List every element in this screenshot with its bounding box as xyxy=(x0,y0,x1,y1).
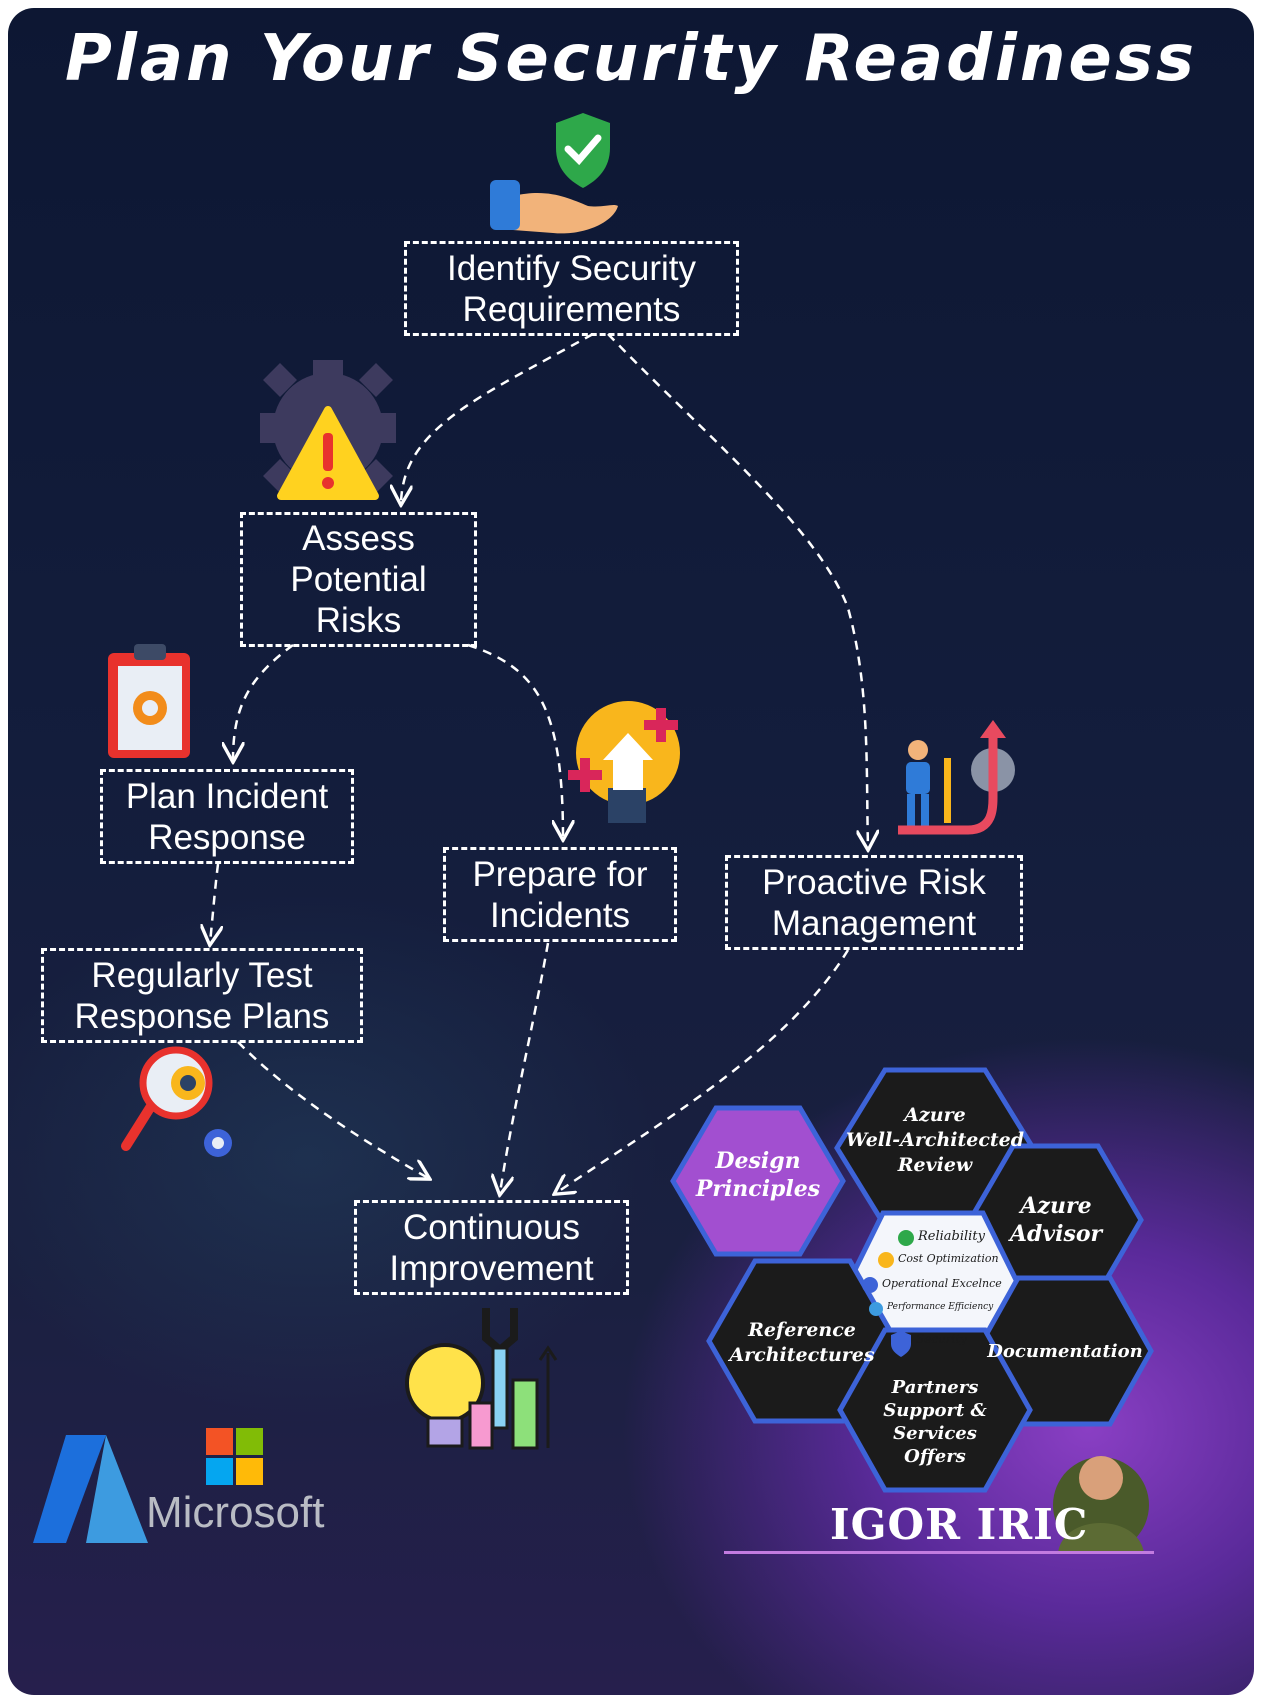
connector-test-improve xyxy=(237,1041,428,1178)
azure-resources-hex-cluster: Design Principles Azure Well-Architected… xyxy=(670,1067,1154,1493)
hex-partners-label-2: Support & xyxy=(883,1400,987,1421)
cost-optimization-icon xyxy=(878,1252,894,1268)
page-title: Plan Your Security Readiness xyxy=(64,22,1198,96)
clipboard-gear-icon xyxy=(108,644,190,758)
reliability-icon xyxy=(898,1230,914,1246)
connector-identify-assess xyxy=(401,332,594,503)
hex-design-label-2: Principles xyxy=(695,1176,820,1202)
hex-war-label-3: Review xyxy=(897,1154,973,1176)
shield-hand-icon xyxy=(490,113,618,234)
microsoft-wordmark: Microsoft xyxy=(146,1488,325,1537)
pillar-reliability: Reliability xyxy=(918,1229,985,1244)
hex-design-label-1: Design xyxy=(714,1148,800,1174)
bulb-wrench-chart-icon xyxy=(405,1308,558,1450)
author-name: IGOR IRIC xyxy=(830,1500,1089,1549)
hex-war-label-2: Well-Architected xyxy=(846,1129,1024,1151)
step-prepare-for-incidents: Prepare for Incidents xyxy=(443,847,677,942)
person-growth-icon xyxy=(898,720,1015,835)
step-identify-security-requirements: Identify Security Requirements xyxy=(404,241,739,336)
step-assess-potential-risks: Assess Potential Risks xyxy=(240,512,477,647)
azure-logo-icon xyxy=(33,1435,148,1543)
hex-docs-label: Documentation xyxy=(986,1341,1142,1362)
hex-war-label-1: Azure xyxy=(902,1104,965,1126)
icon-layer xyxy=(108,113,1015,1450)
pillar-cost-optimization: Cost Optimization xyxy=(898,1252,999,1265)
operational-excellence-icon xyxy=(862,1277,878,1293)
pillar-performance-efficiency: Performance Efficiency xyxy=(887,1302,994,1312)
infographic-canvas: Plan Your Security Readiness Identify Se… xyxy=(8,8,1254,1695)
magnifier-gear-icon xyxy=(121,1046,232,1157)
step-proactive-risk-management: Proactive Risk Management xyxy=(725,855,1023,950)
hex-advisor-label-2: Advisor xyxy=(1008,1221,1104,1247)
pillar-operational-excellence: Operational Excelnce xyxy=(882,1277,1002,1290)
brand-logos xyxy=(33,1428,1149,1553)
pillar-security: Security xyxy=(916,1332,967,1346)
hex-partners-label-3: Services xyxy=(893,1423,977,1444)
connector-assess-plan xyxy=(233,643,294,760)
hex-ref-label-1: Reference xyxy=(747,1319,856,1341)
author-underline xyxy=(724,1551,1154,1554)
hex-design-principles xyxy=(670,1105,846,1257)
step-continuous-improvement: Continuous Improvement xyxy=(354,1200,629,1295)
microsoft-logo-icon xyxy=(206,1428,263,1485)
gear-warning-icon xyxy=(260,360,396,500)
connector-plan-test xyxy=(210,863,218,943)
connector-proactive-improve xyxy=(556,949,850,1193)
hex-partners-label-4: Offers xyxy=(904,1446,966,1467)
performance-efficiency-icon xyxy=(869,1302,883,1316)
hex-partners-label-1: Partners xyxy=(891,1377,979,1398)
step-regularly-test-response-plans: Regularly Test Response Plans xyxy=(41,948,363,1043)
hex-partners xyxy=(837,1327,1033,1493)
connector-identify-proactive xyxy=(607,333,868,848)
step-plan-incident-response: Plan Incident Response xyxy=(100,769,354,864)
security-icon xyxy=(891,1331,911,1357)
author-photo xyxy=(1053,1456,1149,1553)
connector-prepare-improve xyxy=(500,942,550,1193)
hex-advisor-label-1: Azure xyxy=(1018,1193,1091,1219)
flow-connectors xyxy=(8,332,1254,1695)
hex-ref-label-2: Architectures xyxy=(727,1344,874,1366)
lightbulb-arrow-icon xyxy=(568,701,680,823)
